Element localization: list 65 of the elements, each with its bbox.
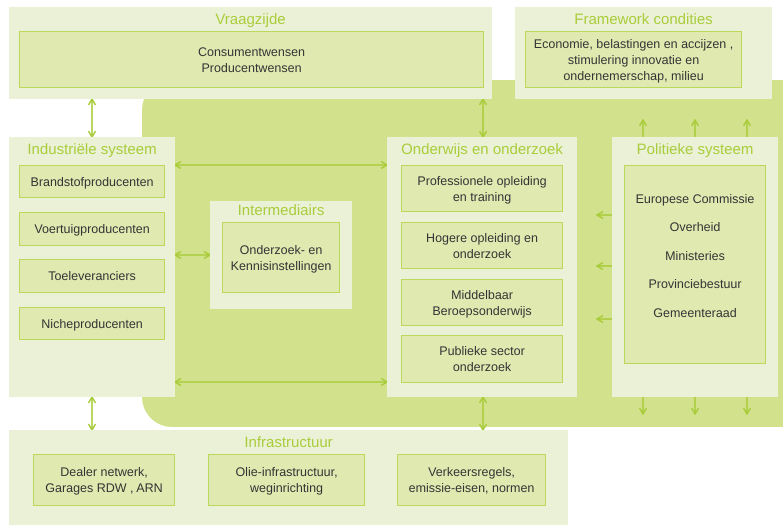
box-label: Ministeries — [665, 248, 725, 264]
arrow — [638, 397, 648, 415]
box-label: Provinciebestuur — [648, 276, 742, 292]
item-box — [401, 222, 563, 269]
item-box — [19, 259, 165, 293]
arrow — [174, 378, 388, 386]
box-label: Verkeersregels, emissie-eisen, normen — [408, 464, 536, 496]
item-box — [401, 279, 563, 326]
arrow — [596, 314, 612, 324]
item-box — [19, 212, 165, 246]
box-label: Brandstofproducenten — [30, 174, 154, 190]
arrow — [174, 160, 388, 170]
arrow — [690, 119, 700, 137]
panel-title: Industriële systeem — [27, 141, 157, 159]
arrow — [174, 250, 211, 260]
group-panel — [9, 137, 175, 397]
group-panel — [9, 430, 568, 525]
arrow — [638, 119, 648, 137]
box-label: Overheid — [670, 219, 720, 235]
group-panel — [9, 7, 492, 99]
box-label: Toeleveranciers — [48, 268, 136, 284]
arrow — [742, 397, 752, 415]
panel-title: Framework condities — [574, 11, 713, 29]
box-label: Gemeenteraad — [653, 304, 737, 320]
box-label: Professionele opleiding en training — [416, 172, 548, 204]
item-box — [401, 335, 563, 383]
item-box — [624, 165, 766, 364]
box-label: Consumentwensen — [198, 44, 305, 60]
box-label: Economie, belastingen en accijzen , stimulering innovatie en ondernemerschap, milieu — [532, 36, 734, 84]
arrow — [478, 98, 488, 138]
box-label: Olie-infrastructuur, weginrichting — [234, 464, 339, 496]
box-label: Dealer netwerk, Garages RDW , ARN — [44, 464, 164, 496]
arrow — [742, 119, 752, 137]
item-box — [222, 222, 340, 293]
group-panel — [612, 137, 778, 397]
box-label: Publieke sector onderzoek — [438, 343, 526, 375]
box-label: Europese Commissie — [636, 190, 754, 206]
panel-title: Intermediairs — [238, 202, 324, 220]
arrow — [88, 98, 96, 138]
group-panel — [387, 137, 577, 397]
arrow — [596, 262, 612, 270]
group-panel — [210, 201, 352, 309]
item-box — [19, 31, 484, 88]
panel-title: Politieke systeem — [636, 141, 754, 159]
item-box — [208, 454, 365, 506]
item-box — [19, 165, 165, 198]
panel-title: Infrastructuur — [244, 434, 333, 452]
box-label: Producentwensen — [201, 60, 302, 76]
box-label: Middelbaar Beroepsonderwijs — [431, 286, 533, 318]
arrow — [478, 396, 488, 431]
box-label: Onderzoek- en Kennisinstellingen — [230, 242, 332, 274]
item-box — [33, 454, 175, 506]
box-label: Nicheproducenten — [41, 316, 143, 332]
arrow — [88, 396, 96, 431]
panel-title: Vraagzijde — [215, 11, 286, 29]
item-box — [401, 165, 563, 212]
item-box — [397, 454, 546, 506]
item-box — [525, 31, 742, 88]
arrow — [596, 210, 612, 220]
box-label: Hogere opleiding en onderzoek — [425, 230, 539, 262]
item-box — [19, 307, 165, 340]
box-label: Voertuigproducenten — [34, 221, 150, 237]
panel-title: Onderwijs en onderzoek — [401, 141, 563, 159]
arrow — [690, 397, 700, 415]
group-panel — [515, 7, 772, 99]
